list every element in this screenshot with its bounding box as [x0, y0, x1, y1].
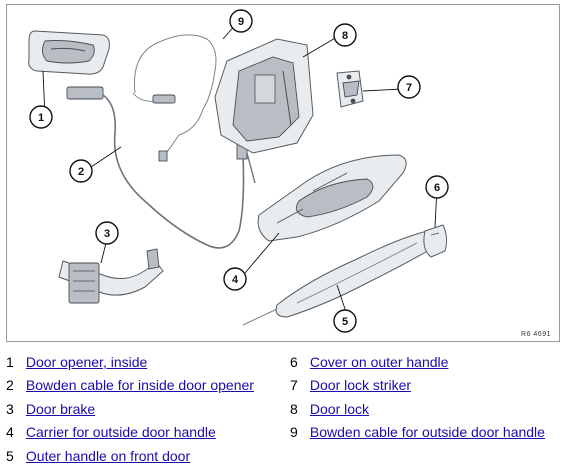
legend-item: 2 Bowden cable for inside door opener	[6, 377, 254, 400]
callout-8: 8	[333, 23, 357, 47]
legend-item: 1 Door opener, inside	[6, 354, 254, 377]
leader-2	[90, 146, 122, 168]
bowden-cable-outside-icon	[132, 34, 217, 162]
legend-link-door-opener-inside[interactable]: Door opener, inside	[25, 354, 148, 370]
legend-link-door-lock[interactable]: Door lock	[309, 400, 370, 417]
svg-text:6: 6	[434, 182, 440, 194]
legend-number: 1	[6, 354, 14, 370]
legend-column-right: 6 Cover on outer handle 7 Door lock stri…	[290, 354, 545, 448]
leader-4	[244, 232, 280, 274]
callout-4: 4	[223, 267, 247, 291]
legend-link-handle-cover[interactable]: Cover on outer handle	[309, 354, 449, 370]
legend-item: 5 Outer handle on front door	[6, 448, 254, 471]
callout-5: 5	[333, 309, 357, 333]
parts-diagram: 1 2 3 4 5 6 7 8 9 R6 4691	[6, 4, 560, 342]
callout-1: 1	[29, 105, 53, 129]
svg-text:8: 8	[342, 30, 348, 42]
door-lock-icon	[214, 38, 314, 184]
door-brake-icon	[58, 248, 164, 304]
legend-item: 4 Carrier for outside door handle	[6, 424, 254, 447]
legend-number: 7	[290, 377, 298, 394]
callout-9: 9	[229, 9, 253, 33]
legend-link-bowden-cable-outside[interactable]: Bowden cable for outside door handle	[309, 424, 545, 441]
legend-link-bowden-cable-inside[interactable]: Bowden cable for inside door opener	[25, 377, 254, 394]
leader-7	[362, 88, 404, 92]
callout-3: 3	[95, 221, 119, 245]
parts-illustration: 1 2 3 4 5 6 7 8 9	[28, 9, 449, 333]
legend-item: 6 Cover on outer handle	[290, 354, 545, 377]
legend-item: 7 Door lock striker	[290, 377, 545, 400]
legend-column-left: 1 Door opener, inside 2 Bowden cable for…	[6, 354, 254, 471]
svg-text:7: 7	[406, 82, 412, 94]
handle-cover-icon	[423, 224, 448, 258]
svg-text:3: 3	[104, 228, 110, 240]
legend-number: 2	[6, 377, 14, 394]
legend-number: 5	[6, 447, 14, 464]
legend-link-outer-handle[interactable]: Outer handle on front door	[25, 447, 191, 464]
legend-item: 3 Door brake	[6, 401, 254, 424]
legend-link-door-brake[interactable]: Door brake	[25, 400, 96, 417]
door-opener-inside-icon	[28, 30, 110, 75]
svg-text:2: 2	[78, 166, 84, 178]
legend-number: 4	[6, 424, 14, 441]
callout-2: 2	[69, 159, 93, 183]
svg-text:9: 9	[238, 16, 244, 28]
svg-text:5: 5	[342, 316, 348, 328]
legend-number: 6	[290, 354, 298, 370]
callout-7: 7	[397, 75, 421, 99]
svg-text:4: 4	[232, 274, 239, 286]
door-lock-striker-icon	[336, 70, 364, 108]
outer-handle-icon	[242, 230, 434, 326]
callout-6: 6	[425, 175, 449, 199]
legend-item: 8 Door lock	[290, 401, 545, 424]
legend-link-carrier-outside-handle[interactable]: Carrier for outside door handle	[25, 424, 216, 441]
legend-number: 9	[290, 424, 298, 441]
legend-link-door-lock-striker[interactable]: Door lock striker	[309, 377, 412, 394]
leader-8	[302, 36, 338, 58]
legend-number: 8	[290, 400, 298, 417]
carrier-outside-handle-icon	[257, 154, 407, 242]
legend-number: 3	[6, 400, 14, 417]
svg-text:1: 1	[38, 112, 44, 124]
figure-code: R6 4691	[521, 331, 551, 338]
legend-item: 9 Bowden cable for outside door handle	[290, 424, 545, 447]
